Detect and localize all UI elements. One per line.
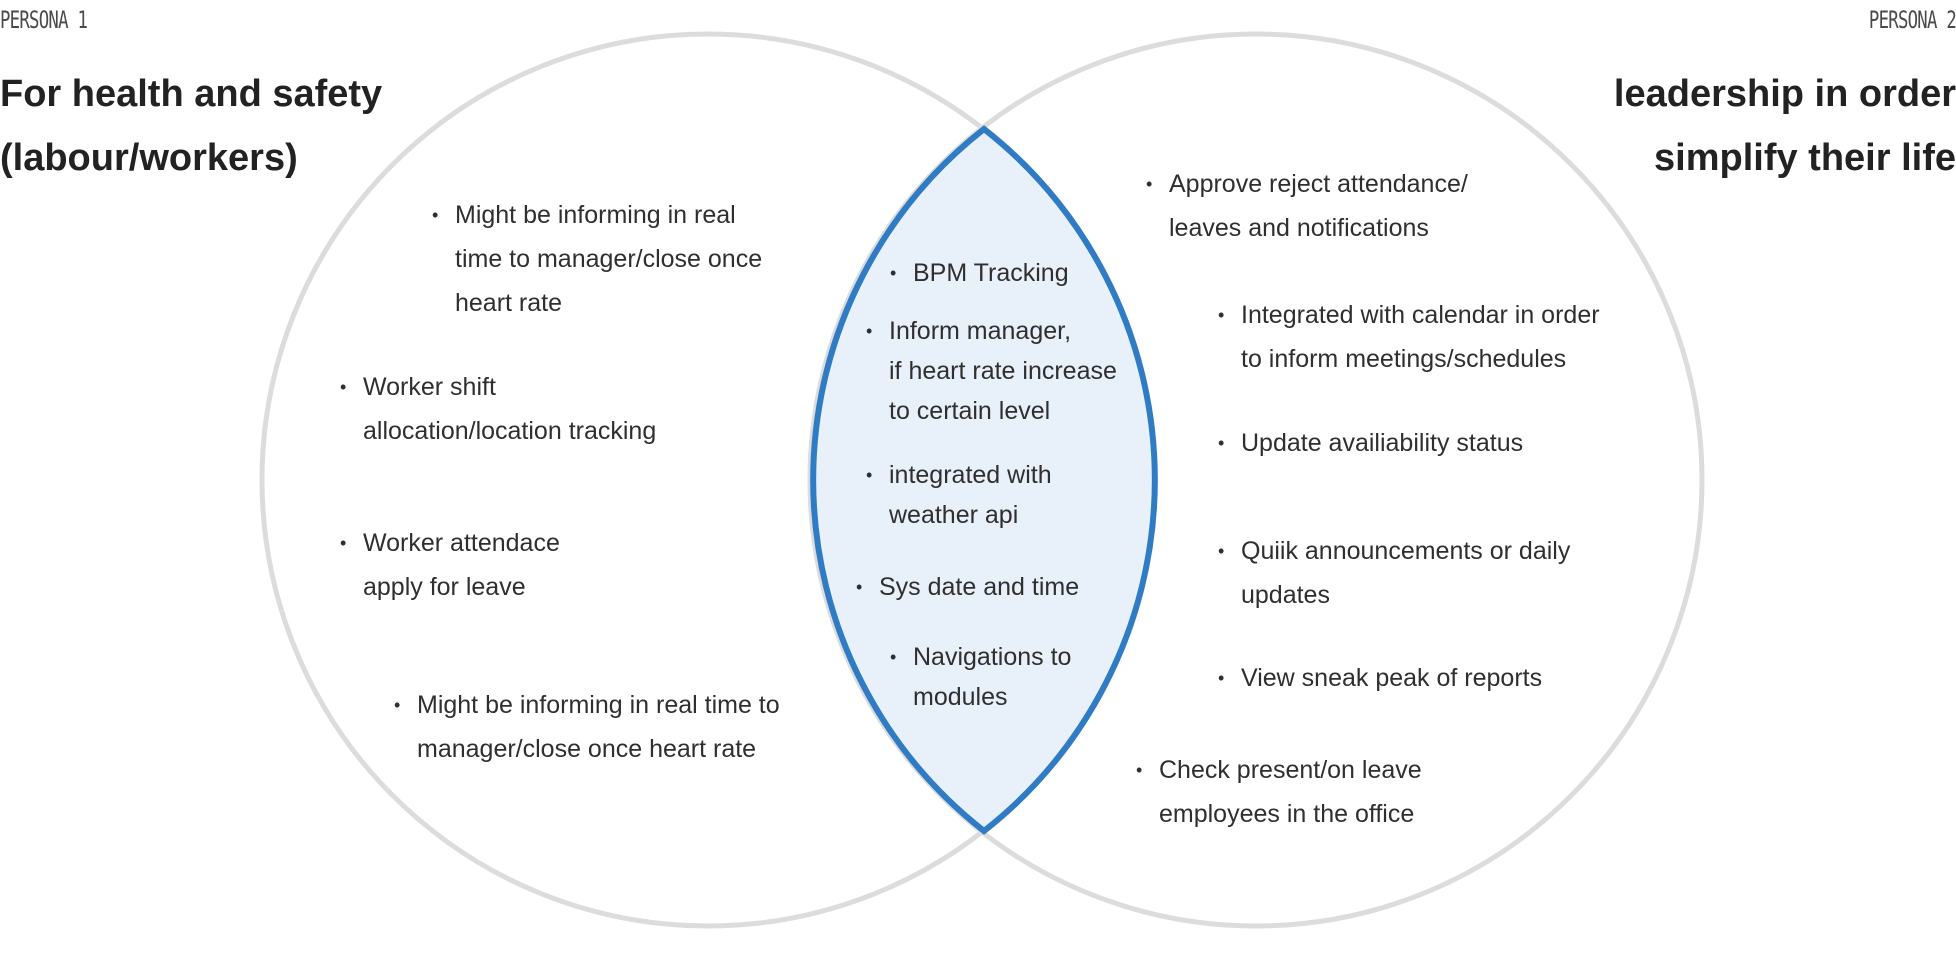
item-line: updates xyxy=(1241,581,1330,609)
item-line: Update availiability status xyxy=(1241,429,1524,457)
item-line: to inform meetings/schedules xyxy=(1241,345,1567,373)
persona-2-item: • Quiik announcements or daily updates xyxy=(1218,529,1571,617)
persona-2-item: • Integrated with calendar in order to i… xyxy=(1218,293,1600,381)
persona-1-item: • Worker attendace apply for leave xyxy=(340,521,560,609)
bullet: • xyxy=(866,465,873,485)
item-line: View sneak peak of reports xyxy=(1241,664,1543,692)
item-line: Might be informing in real time to xyxy=(417,691,780,719)
item-line: time to manager/close once xyxy=(455,245,763,273)
bullet: • xyxy=(866,321,873,341)
item-line: weather api xyxy=(889,501,1019,529)
item-line: Quiik announcements or daily xyxy=(1241,537,1571,565)
persona-2-item: • Approve reject attendance/ leaves and … xyxy=(1146,162,1468,250)
persona-1-item: • Might be informing in real time to man… xyxy=(432,193,763,325)
item-line: if heart rate increase xyxy=(889,357,1117,385)
persona-2-heading-line: leadership in order xyxy=(1613,73,1956,115)
item-line: Integrated with calendar in order xyxy=(1241,301,1600,329)
bullet: • xyxy=(340,377,347,397)
bullet: • xyxy=(432,205,439,225)
item-line: modules xyxy=(913,683,1008,711)
persona-1-heading-line: For health and safety xyxy=(0,73,383,115)
bullet: • xyxy=(1218,541,1225,561)
item-line: Might be informing in real xyxy=(455,201,736,229)
item-line: leaves and notifications xyxy=(1169,214,1429,242)
persona-1-tag: PERSONA 1 xyxy=(0,6,88,34)
item-line: Navigations to xyxy=(913,643,1072,671)
persona-2-item: • View sneak peak of reports xyxy=(1218,656,1543,700)
bullet: • xyxy=(856,577,863,597)
item-line: apply for leave xyxy=(363,573,526,601)
overlap-item: • Navigations to modules xyxy=(890,637,1072,717)
item-line: heart rate xyxy=(455,289,563,317)
item-line: manager/close once heart rate xyxy=(417,735,757,763)
item-line: Approve reject attendance/ xyxy=(1169,170,1468,198)
persona-1-item: • Might be informing in real time to man… xyxy=(394,683,780,771)
bullet: • xyxy=(394,695,401,715)
item-line: employees in the office xyxy=(1159,800,1415,828)
bullet: • xyxy=(1136,760,1143,780)
item-line: Sys date and time xyxy=(879,573,1080,601)
item-line: Worker attendace xyxy=(363,529,560,557)
overlap-item: • BPM Tracking xyxy=(890,253,1069,293)
persona-1-heading-line: (labour/workers) xyxy=(0,137,298,179)
bullet: • xyxy=(1218,433,1225,453)
persona-1-heading: For health and safety (labour/workers) xyxy=(0,62,382,190)
bullet: • xyxy=(1218,305,1225,325)
persona-2-heading: leadership in order simplify their life xyxy=(1614,62,1956,190)
overlap-item: • Inform manager, if heart rate increase… xyxy=(866,311,1117,431)
persona-2-circle xyxy=(807,31,1705,929)
item-line: to certain level xyxy=(889,397,1051,425)
bullet: • xyxy=(890,647,897,667)
item-line: Worker shift xyxy=(363,373,496,401)
bullet: • xyxy=(1146,174,1153,194)
persona-2-tag: PERSONA 2 xyxy=(1868,6,1956,34)
item-line: allocation/location tracking xyxy=(363,417,657,445)
overlap-item: • Sys date and time xyxy=(856,567,1080,607)
persona-2-item: • Check present/on leave employees in th… xyxy=(1136,748,1422,836)
item-line: Check present/on leave xyxy=(1159,756,1422,784)
bullet: • xyxy=(340,533,347,553)
persona-1-item: • Worker shift allocation/location track… xyxy=(340,365,657,453)
item-line: BPM Tracking xyxy=(913,259,1069,287)
overlap-lens xyxy=(810,125,1158,835)
persona-2-item: • Update availiability status xyxy=(1218,421,1524,465)
persona-2-heading-line: simplify their life xyxy=(1654,137,1956,179)
item-line: integrated with xyxy=(889,461,1052,489)
overlap-item: • integrated with weather api xyxy=(866,455,1052,535)
bullet: • xyxy=(1218,668,1225,688)
item-line: Inform manager, xyxy=(889,317,1072,345)
bullet: • xyxy=(890,263,897,283)
